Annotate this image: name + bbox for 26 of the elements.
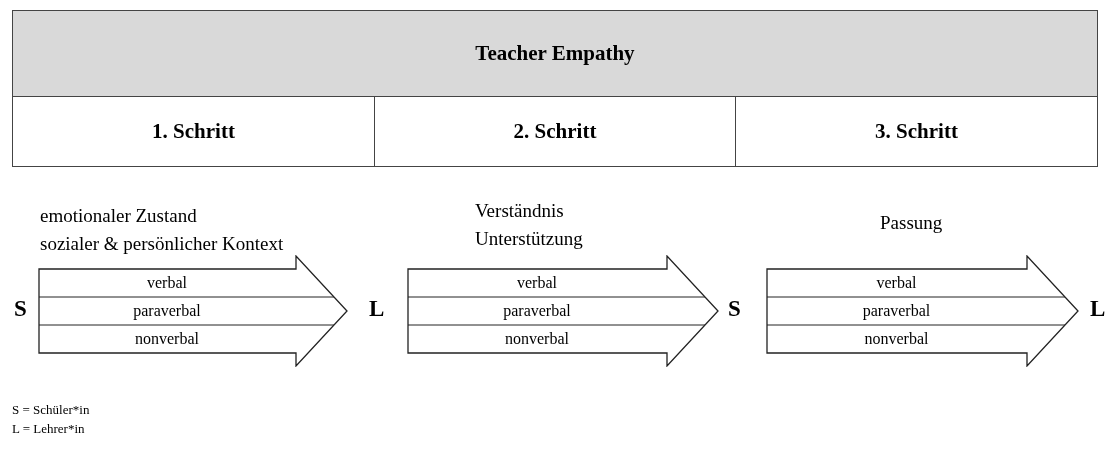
- channel-label: nonverbal: [504, 330, 570, 348]
- role-letter: S: [14, 297, 27, 321]
- block-arrow: [38, 255, 348, 367]
- channel-label: paraverbal: [502, 302, 572, 320]
- step-description: Passung: [880, 212, 943, 234]
- step-header: 1. Schritt: [12, 96, 375, 167]
- role-letter: S: [728, 297, 741, 321]
- channel-label: paraverbal: [132, 302, 202, 320]
- channel-label: nonverbal: [863, 330, 930, 348]
- title-banner: Teacher Empathy: [12, 10, 1098, 97]
- abbreviation-note: S = Schüler*in: [12, 402, 90, 418]
- abbreviation-note: L = Lehrer*in: [12, 421, 85, 437]
- block-arrow: [766, 255, 1079, 367]
- channel-label: verbal: [146, 274, 188, 292]
- step-description: sozialer & persönlicher Kontext: [40, 233, 284, 255]
- step-header: 3. Schritt: [735, 96, 1098, 167]
- block-arrow: [407, 255, 719, 367]
- channel-label: verbal: [875, 274, 918, 292]
- role-letter: L: [1090, 297, 1106, 321]
- role-letter: L: [369, 297, 385, 321]
- channel-label: paraverbal: [861, 302, 932, 320]
- step-description: Verständnis: [475, 200, 564, 222]
- channel-label: verbal: [516, 274, 558, 292]
- step-description: Unterstützung: [475, 228, 583, 250]
- channel-label: nonverbal: [134, 330, 200, 348]
- step-description: emotionaler Zustand: [40, 205, 197, 227]
